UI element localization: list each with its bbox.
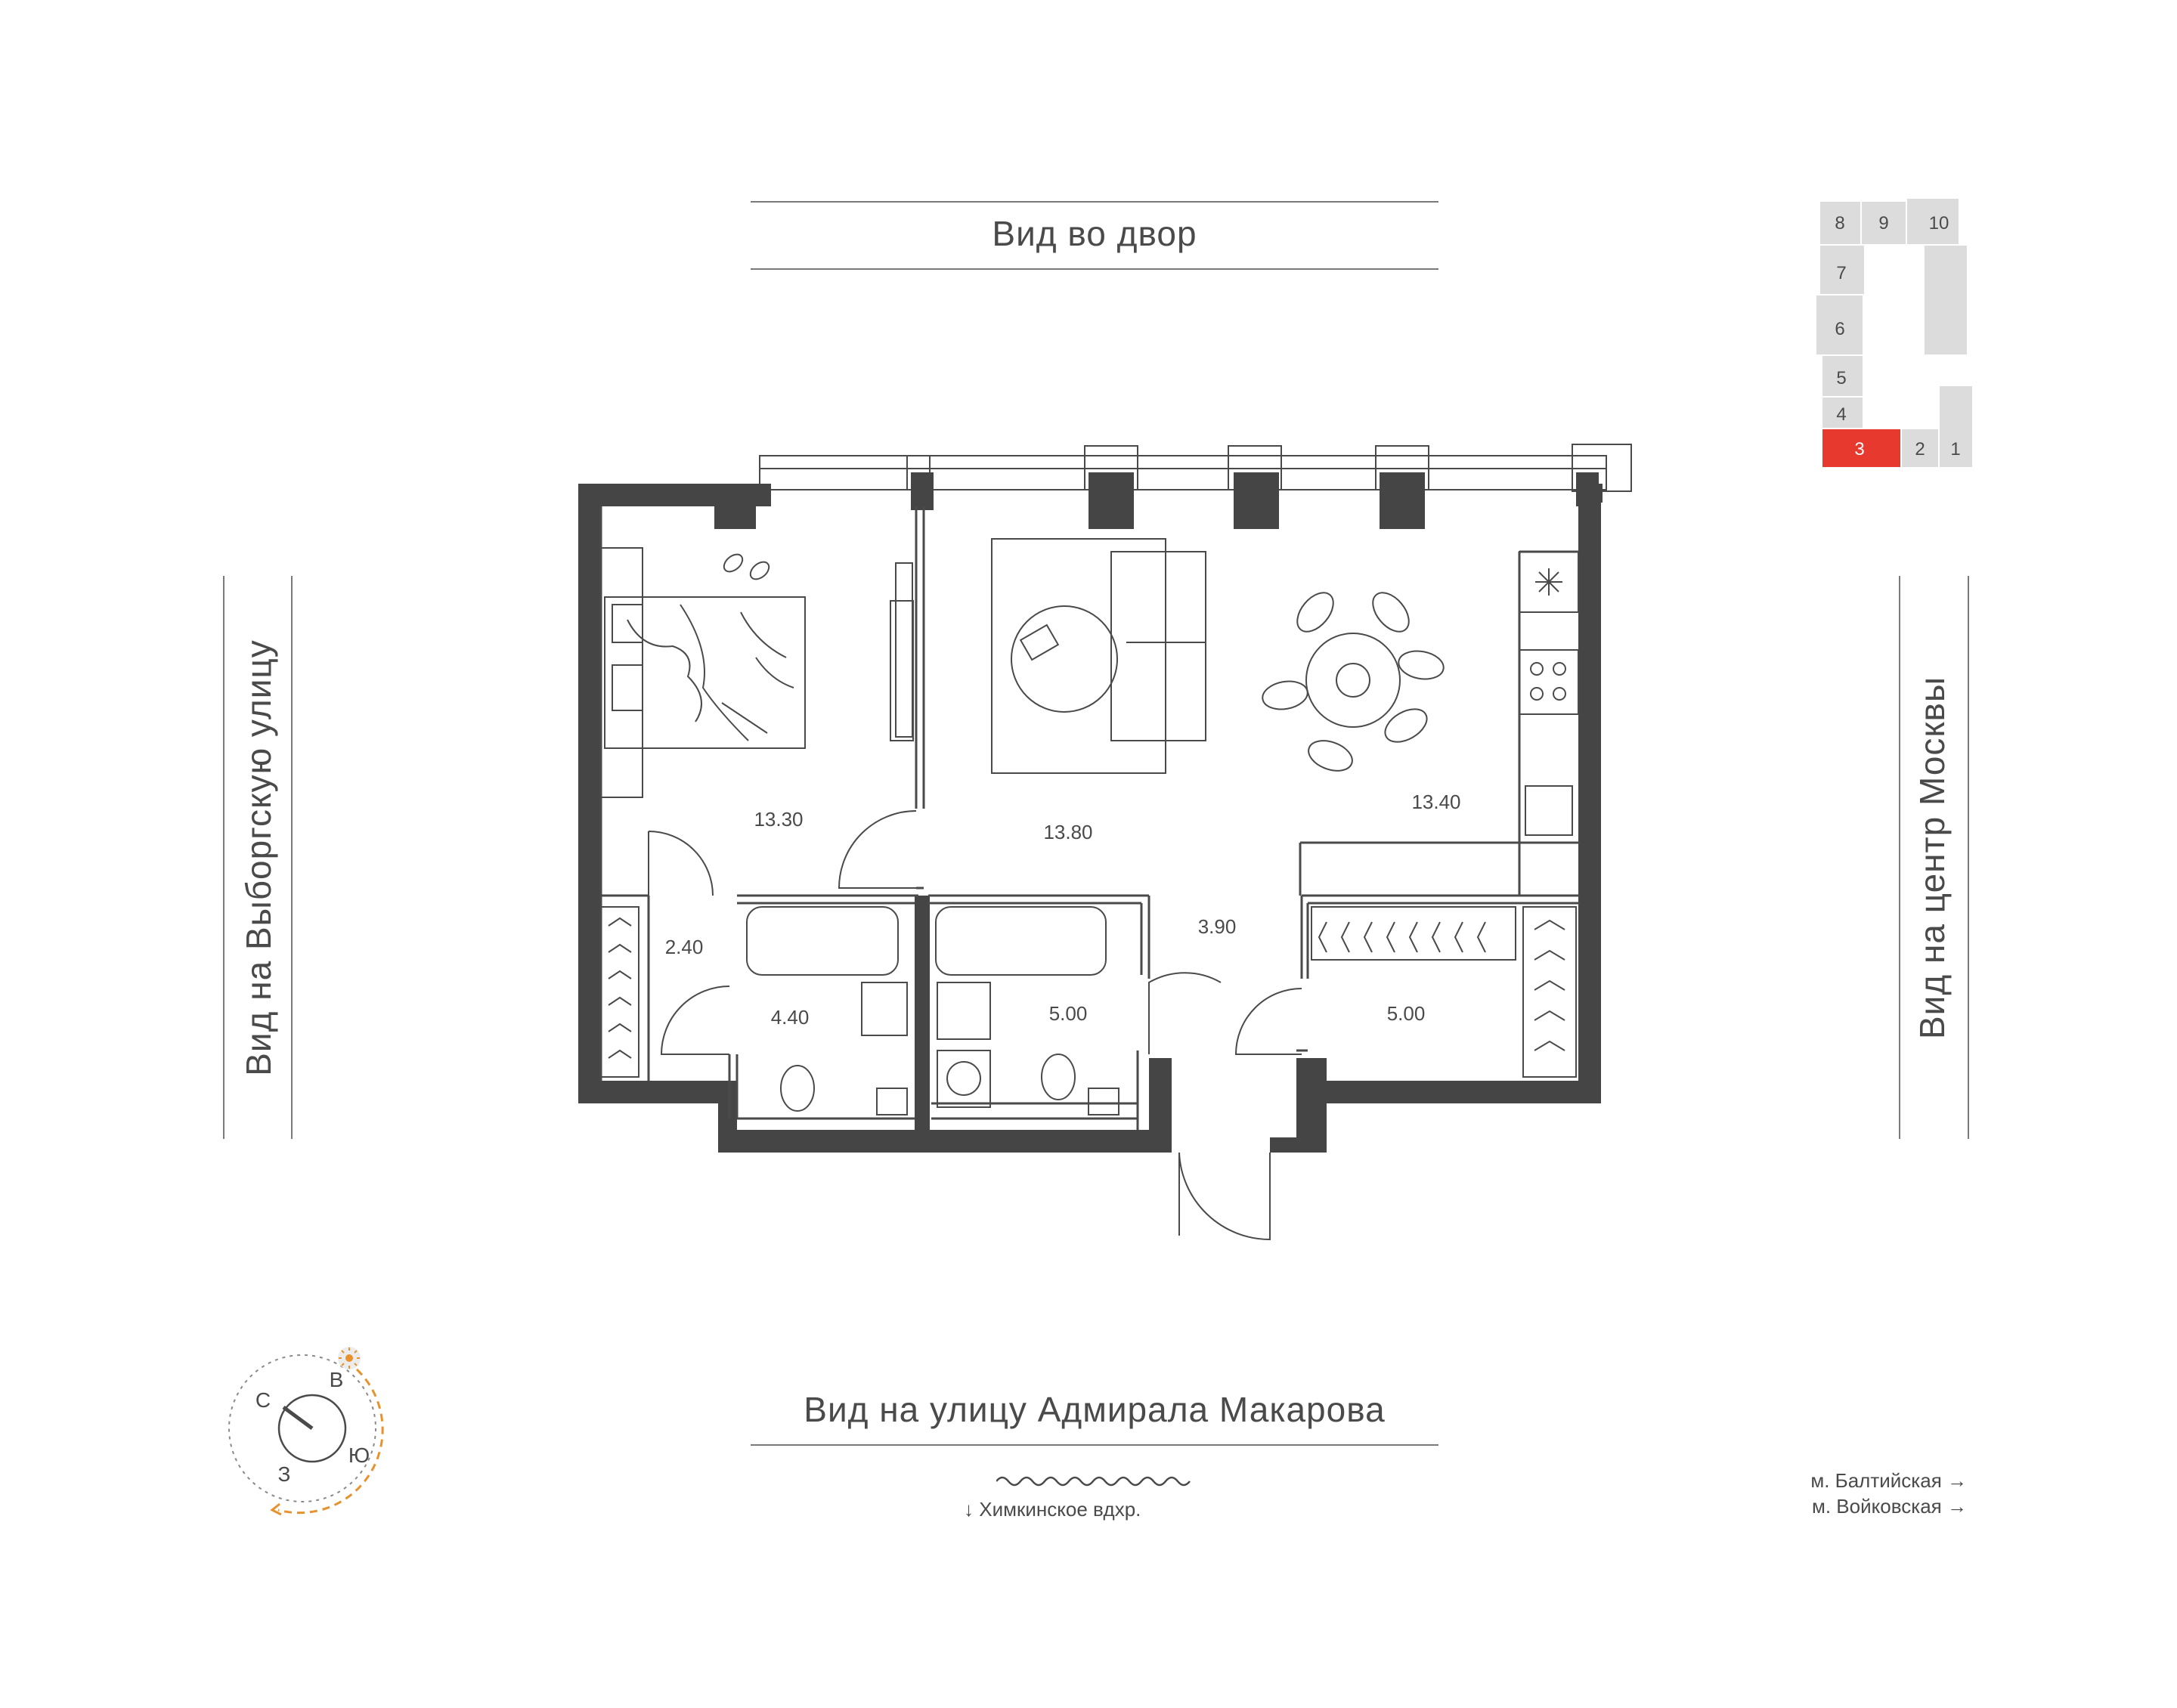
chairs <box>1262 592 1445 772</box>
door-entrance <box>1178 1152 1271 1241</box>
key-label-7: 7 <box>1836 263 1846 283</box>
wave-icon <box>996 1476 1191 1487</box>
snowflake-icon <box>1535 568 1562 596</box>
bottom-view-label: Вид на улицу Адмирала Макарова <box>804 1390 1386 1429</box>
key-label-2: 2 <box>1915 439 1925 459</box>
door-bath-left <box>660 986 730 1055</box>
right-view-rule-outer <box>1968 576 1969 1139</box>
water-body-label: ↓ Химкинское вдхр. <box>964 1498 1141 1521</box>
area-kitchen: 13.40 <box>1411 791 1460 813</box>
key-label-1: 1 <box>1950 439 1960 459</box>
fridge <box>1519 551 1579 613</box>
key-label-3: 3 <box>1854 439 1864 459</box>
bedroom-wardrobe <box>890 600 914 741</box>
door-bath-right <box>1148 972 1222 1054</box>
bedside-area <box>600 547 643 798</box>
compass-needle <box>282 1405 314 1431</box>
door-wardrobe-left <box>648 831 714 896</box>
top-view-rule-upper <box>751 201 1438 203</box>
door-bedroom <box>838 810 917 889</box>
right-view-rule-inner <box>1899 576 1900 1139</box>
key-section-courtyard-east <box>1923 244 1968 356</box>
area-bedroom: 13.30 <box>754 808 803 831</box>
key-section-1 <box>1938 385 1974 469</box>
area-wardrobe-left: 2.40 <box>665 936 704 958</box>
bathtub-left <box>746 906 899 976</box>
compass-south: Ю <box>348 1443 370 1467</box>
hanger-rail-left <box>600 906 639 1078</box>
area-bathroom-right: 5.00 <box>1049 1002 1088 1025</box>
key-section-5 <box>1821 354 1864 398</box>
toilet-right <box>1041 1054 1076 1100</box>
rug <box>991 538 1166 774</box>
left-view-rule-outer <box>223 576 225 1139</box>
key-section-4 <box>1821 396 1864 429</box>
left-view-rule-inner <box>291 576 293 1139</box>
toilet-left <box>780 1065 815 1112</box>
outer-walls <box>578 472 1603 1153</box>
key-label-6: 6 <box>1835 319 1844 339</box>
key-section-6 <box>1815 294 1864 356</box>
bottom-view-rule <box>751 1444 1438 1446</box>
key-section-3 <box>1821 428 1902 469</box>
sofa <box>1110 551 1206 741</box>
key-label-9: 9 <box>1878 213 1888 234</box>
window-strip <box>759 455 1607 490</box>
area-bathroom-left: 4.40 <box>771 1006 810 1029</box>
hanger-rail-right <box>1522 906 1577 1078</box>
washbasin-right <box>937 982 991 1040</box>
key-label-10: 10 <box>1929 213 1949 234</box>
compass: С В Ю З <box>228 1347 384 1516</box>
washing-machine <box>937 1050 991 1108</box>
sun-icon <box>338 1347 361 1369</box>
doors <box>648 810 1302 1241</box>
compass-east: В <box>330 1368 344 1391</box>
key-label-4: 4 <box>1836 404 1846 425</box>
hob <box>1519 649 1579 715</box>
kitchen-sink <box>1525 785 1573 836</box>
slippers-icon <box>723 553 770 580</box>
area-wardrobe-right: 5.00 <box>1387 1002 1426 1025</box>
metro-voykovskaya: м. Войковская → <box>1811 1495 1967 1518</box>
furniture <box>600 538 1579 1115</box>
bed <box>604 596 806 749</box>
compass-north: С <box>255 1388 271 1412</box>
top-view-label: Вид во двор <box>992 214 1197 253</box>
metro-baltiyskaya: м. Балтийская → <box>1810 1469 1967 1492</box>
inner-walls <box>599 506 1580 1130</box>
coffee-table <box>1011 605 1118 713</box>
door-wardrobe-right <box>1234 988 1302 1055</box>
area-hall: 3.90 <box>1198 915 1237 938</box>
key-label-8: 8 <box>1835 213 1844 234</box>
washbasin-left <box>861 982 908 1036</box>
compass-west: З <box>278 1462 291 1486</box>
top-view-rule-lower <box>751 268 1438 270</box>
bathtub-right <box>935 906 1107 976</box>
dining-table <box>1305 633 1401 728</box>
area-living: 13.80 <box>1043 821 1092 843</box>
hanger-rail-top <box>1311 906 1516 961</box>
key-label-5: 5 <box>1836 368 1846 388</box>
key-plan <box>1815 197 1974 469</box>
